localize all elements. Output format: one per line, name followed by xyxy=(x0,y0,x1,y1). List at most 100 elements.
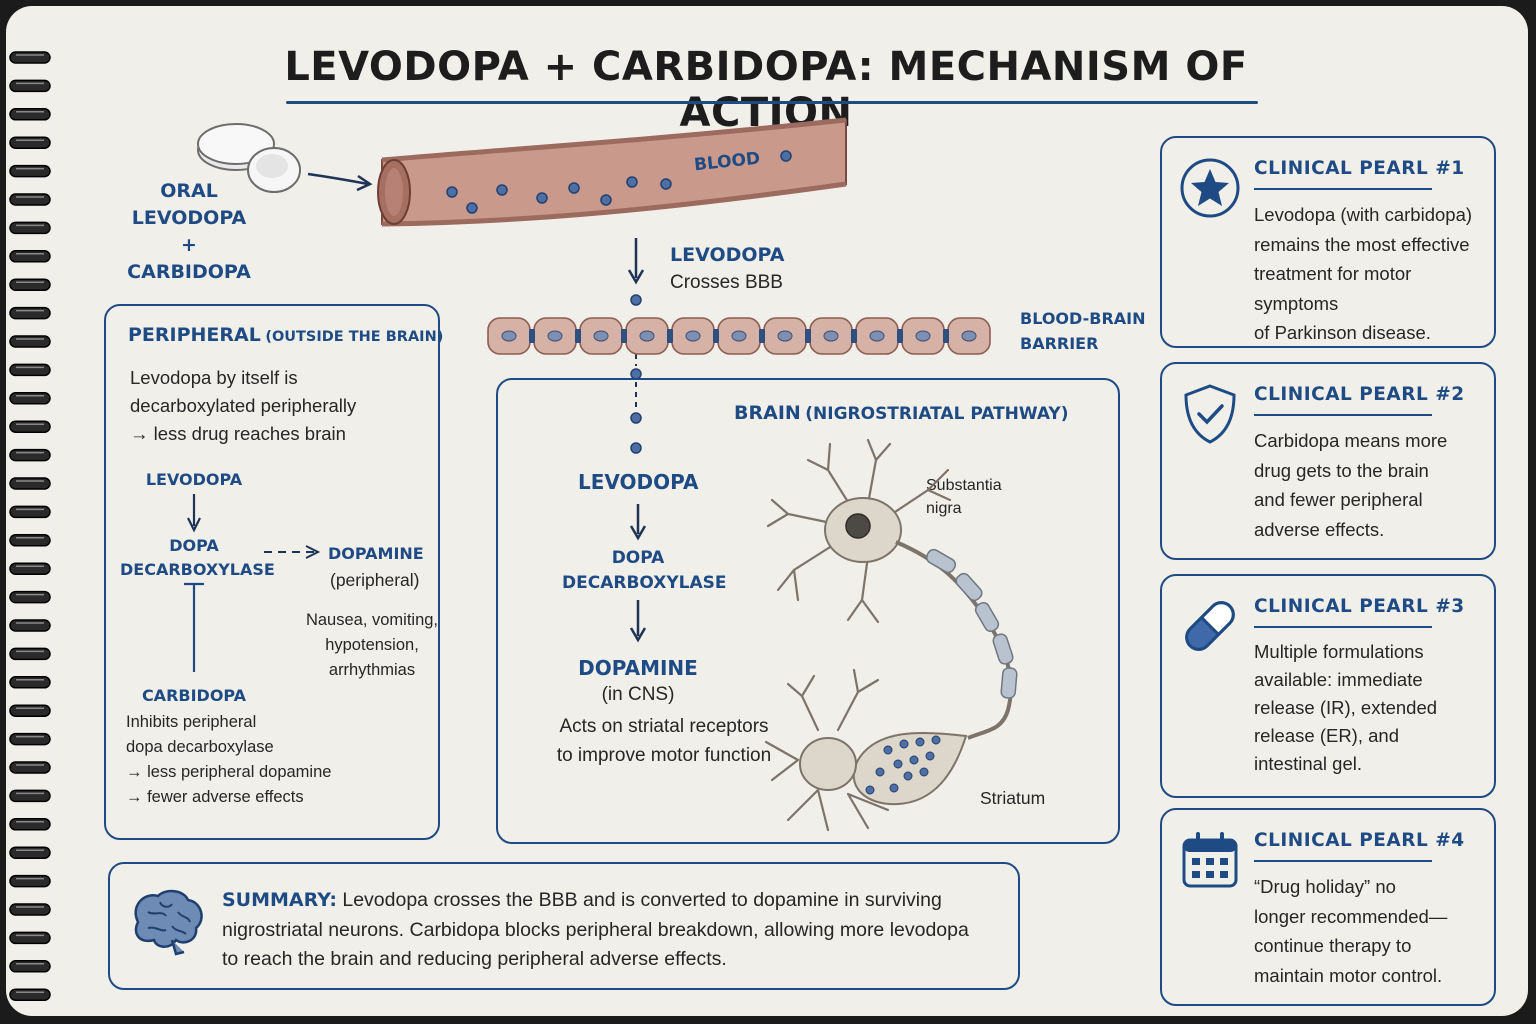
pearl-1-underline xyxy=(1254,188,1432,190)
pearl-3-line-3: release (IR), extended xyxy=(1254,697,1438,718)
summary-text: SUMMARY: Levodopa crosses the BBB and is… xyxy=(222,886,1002,975)
pearl-4-title: CLINICAL PEARL #4 xyxy=(1254,830,1465,851)
tight-junction xyxy=(851,329,857,343)
summary-line-2: nigrostriatal neurons. Carbidopa blocks … xyxy=(222,918,969,941)
brain-enzyme-label: DOPA DECARBOXYLASE xyxy=(562,546,727,596)
tight-junction xyxy=(943,329,949,343)
spiral-ring xyxy=(9,818,51,831)
peripheral-levodopa-label: LEVODOPA xyxy=(145,470,243,489)
spiral-binding xyxy=(9,51,51,1001)
carbidopa-line-1: Inhibits peripheral xyxy=(126,713,257,731)
pearl-4-line-3: continue therapy to xyxy=(1254,935,1412,956)
spiral-ring xyxy=(9,789,51,803)
peripheral-adverse-effects: Nausea, vomiting, hypotension, arrhythmi… xyxy=(302,608,442,683)
spiral-ring xyxy=(9,164,51,178)
pearl-4-underline xyxy=(1254,860,1432,862)
brain-heading-sub: (NIGROSTRIATAL PATHWAY) xyxy=(805,404,1069,424)
pearl-4-text: “Drug holiday” no longer recommended— co… xyxy=(1254,872,1490,990)
summary-label: SUMMARY: xyxy=(222,889,337,911)
notebook-page: LEVODOPA + CARBIDOPA: MECHANISM OF ACTIO… xyxy=(6,6,1528,1016)
bbb-levodopa-label: LEVODOPA xyxy=(670,244,785,266)
cell-nucleus xyxy=(547,330,563,342)
peripheral-heading: PERIPHERAL (OUTSIDE THE BRAIN) xyxy=(128,324,443,346)
clinical-pearl-3: CLINICAL PEARL #3 Multiple formulations … xyxy=(1160,574,1496,798)
cell-nucleus xyxy=(823,330,839,342)
brain-panel: BRAIN (NIGROSTRIATAL PATHWAY) LEVODOPA D… xyxy=(496,378,1120,844)
spiral-ring xyxy=(9,505,51,519)
carbidopa-line-3: → less peripheral dopamine xyxy=(126,763,332,781)
peripheral-enzyme-label: DOPA DECARBOXYLASE xyxy=(120,534,275,582)
spiral-ring xyxy=(9,647,51,661)
crosses-bbb-text: Crosses BBB xyxy=(670,272,783,293)
spiral-ring xyxy=(9,79,51,93)
spiral-ring xyxy=(9,619,51,632)
spiral-ring xyxy=(9,534,51,547)
pearl-3-text: Multiple formulations available: immedia… xyxy=(1254,638,1490,778)
spiral-ring xyxy=(9,903,51,916)
pearl-1-line-1: Levodopa (with carbidopa) xyxy=(1254,204,1473,225)
cell-nucleus xyxy=(961,330,977,342)
arrow-to-blood-icon xyxy=(307,172,373,192)
capsule-icon xyxy=(1185,601,1235,651)
spiral-ring xyxy=(9,136,51,149)
bbb-label: BLOOD-BRAIN BARRIER xyxy=(1020,306,1145,356)
title-underline xyxy=(286,101,1258,104)
cell-nucleus xyxy=(915,330,931,342)
summary-panel: SUMMARY: Levodopa crosses the BBB and is… xyxy=(108,862,1020,990)
brain-icon xyxy=(134,889,203,956)
tight-junction xyxy=(897,329,903,343)
cell-nucleus xyxy=(685,330,701,342)
spiral-ring xyxy=(9,704,51,717)
pearl-3-line-1: Multiple formulations xyxy=(1254,641,1424,662)
tight-junction xyxy=(713,329,719,343)
oral-line-1: ORAL xyxy=(160,180,218,202)
peripheral-heading-sub: (OUTSIDE THE BRAIN) xyxy=(265,329,444,345)
pearl-2-line-4: adverse effects. xyxy=(1254,518,1385,540)
calendar-icon xyxy=(1182,832,1238,888)
brain-dopamine-label: DOPAMINE xyxy=(578,656,698,680)
pearl-2-text: Carbidopa means more drug gets to the br… xyxy=(1254,426,1490,544)
pearl-1-text: Levodopa (with carbidopa) remains the mo… xyxy=(1254,200,1490,348)
spiral-ring xyxy=(9,590,51,604)
striatum-label: Striatum xyxy=(980,788,1046,808)
spiral-ring xyxy=(9,250,51,263)
blood-brain-barrier xyxy=(487,317,991,355)
spiral-ring xyxy=(9,420,51,433)
spiral-ring xyxy=(9,988,51,1001)
pearl-3-underline xyxy=(1254,626,1432,628)
spiral-ring xyxy=(9,846,51,859)
pearl-3-line-4: release (ER), and xyxy=(1254,725,1399,746)
brain-action-line-1: Acts on striatal receptors xyxy=(559,716,769,737)
cell-nucleus xyxy=(593,330,609,342)
spiral-ring xyxy=(9,392,51,405)
tight-junction xyxy=(621,329,627,343)
peripheral-panel: PERIPHERAL (OUTSIDE THE BRAIN) Levodopa … xyxy=(104,304,443,840)
pearl-3-title: CLINICAL PEARL #3 xyxy=(1254,596,1465,617)
spiral-ring xyxy=(9,676,51,689)
pearl-1-title: CLINICAL PEARL #1 xyxy=(1254,158,1465,179)
peripheral-enzyme-line-1: DOPA xyxy=(169,536,219,555)
carbidopa-line-4: → fewer adverse effects xyxy=(126,788,304,806)
star-icon xyxy=(1180,158,1240,218)
pearl-3-line-5: intestinal gel. xyxy=(1254,753,1362,774)
brain-action-line-2: to improve motor function xyxy=(556,745,772,766)
spiral-ring xyxy=(9,477,51,490)
pearl-2-line-1: Carbidopa means more xyxy=(1254,430,1448,451)
spiral-ring xyxy=(9,363,51,377)
tight-junction xyxy=(529,329,535,343)
peripheral-intro-line-3: → less drug reaches brain xyxy=(130,423,346,444)
summary-line-1-text: Levodopa crosses the BBB and is converte… xyxy=(342,889,942,911)
summary-line-3: to reach the brain and reducing peripher… xyxy=(222,948,727,970)
brain-levodopa-label: LEVODOPA xyxy=(578,470,699,494)
adverse-effect-line-2: hypotension, xyxy=(325,636,419,654)
spiral-ring xyxy=(9,221,51,235)
pearl-1-line-4: of Parkinson disease. xyxy=(1254,322,1431,343)
substantia-line-1: Substantia xyxy=(926,477,1002,494)
spiral-ring xyxy=(9,51,51,64)
spiral-ring xyxy=(9,960,51,973)
cell-nucleus xyxy=(639,330,655,342)
summary-line-1: SUMMARY: Levodopa crosses the BBB and is… xyxy=(222,886,1002,916)
tight-junction xyxy=(759,329,765,343)
spiral-ring xyxy=(9,306,51,320)
oral-drug-label: ORAL LEVODOPA + CARBIDOPA xyxy=(124,178,254,286)
